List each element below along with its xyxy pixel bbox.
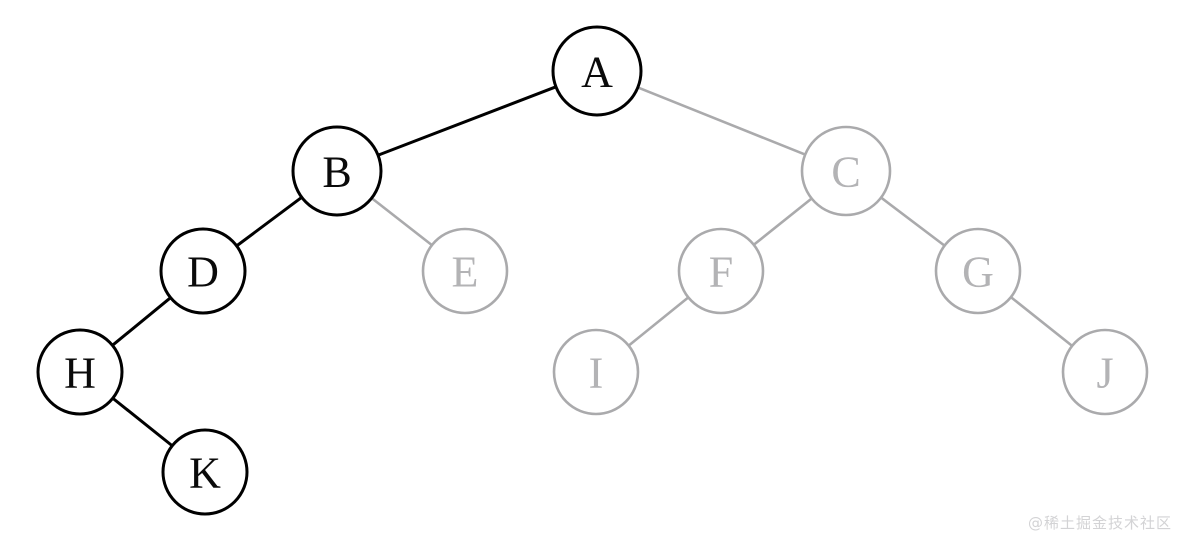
- tree-edge-c-g: [879, 196, 946, 247]
- node-circle-i[interactable]: [552, 328, 640, 416]
- node-label-i: I: [589, 349, 604, 398]
- tree-edge-a-c: [636, 86, 807, 156]
- tree-node-i[interactable]: I: [552, 328, 640, 416]
- tree-edge-h-k: [111, 396, 174, 448]
- node-label-c: C: [831, 148, 860, 197]
- tree-edge-f-i: [627, 296, 690, 347]
- node-circle-b[interactable]: [291, 125, 383, 217]
- node-circle-d[interactable]: [159, 227, 247, 315]
- tree-edge-g-j: [1009, 295, 1074, 348]
- node-label-d: D: [187, 248, 219, 297]
- edge-layer: [110, 85, 1074, 448]
- node-label-g: G: [962, 248, 994, 297]
- node-circle-a[interactable]: [551, 25, 643, 117]
- tree-edge-b-d: [235, 195, 304, 248]
- tree-node-b[interactable]: B: [291, 125, 383, 217]
- tree-node-e[interactable]: E: [421, 227, 509, 315]
- node-circle-g[interactable]: [934, 227, 1022, 315]
- tree-edge-a-b: [376, 85, 558, 157]
- node-label-k: K: [189, 449, 221, 498]
- node-layer: A B C D E F G H I J K: [36, 25, 1149, 516]
- tree-edge-d-h: [110, 296, 173, 347]
- node-circle-f[interactable]: [677, 227, 765, 315]
- node-label-b: B: [322, 148, 351, 197]
- tree-node-c[interactable]: C: [800, 125, 892, 217]
- tree-node-j[interactable]: J: [1061, 328, 1149, 416]
- tree-edge-c-f: [752, 197, 813, 247]
- node-label-h: H: [64, 349, 96, 398]
- node-circle-h[interactable]: [36, 328, 124, 416]
- node-circle-c[interactable]: [800, 125, 892, 217]
- tree-node-d[interactable]: D: [159, 227, 247, 315]
- tree-edge-b-e: [370, 196, 434, 247]
- tree-node-a[interactable]: A: [551, 25, 643, 117]
- tree-node-k[interactable]: K: [161, 428, 249, 516]
- tree-node-f[interactable]: F: [677, 227, 765, 315]
- watermark-label: @稀土掘金技术社区: [1027, 514, 1172, 532]
- node-circle-e[interactable]: [421, 227, 509, 315]
- node-circle-k[interactable]: [161, 428, 249, 516]
- node-label-e: E: [452, 248, 479, 297]
- tree-node-h[interactable]: H: [36, 328, 124, 416]
- node-circle-j[interactable]: [1061, 328, 1149, 416]
- node-label-j: J: [1096, 349, 1113, 398]
- node-label-f: F: [709, 248, 733, 297]
- node-label-a: A: [581, 48, 613, 97]
- tree-node-g[interactable]: G: [934, 227, 1022, 315]
